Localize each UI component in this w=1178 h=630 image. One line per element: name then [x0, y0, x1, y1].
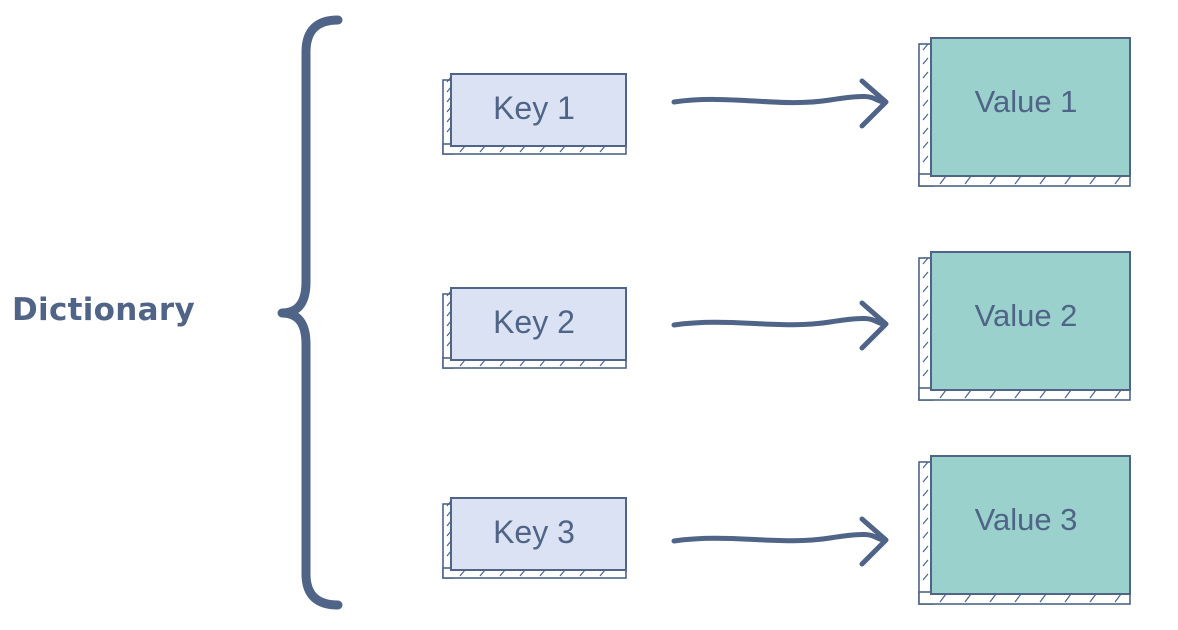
key-box: Key 2 [442, 287, 627, 369]
pair-row: Key 1 Value 1 [442, 37, 1131, 187]
value-label: Value 2 [975, 298, 1078, 333]
value-box: Value 3 [918, 455, 1131, 605]
arrow [671, 516, 889, 567]
key-label: Key 2 [493, 304, 575, 340]
curly-brace [277, 15, 343, 610]
arrow [671, 300, 889, 351]
key-label: Key 3 [493, 514, 575, 550]
value-box: Value 1 [918, 37, 1131, 187]
key-box: Key 1 [442, 73, 627, 155]
dictionary-label: Dictionary [12, 292, 195, 328]
pair-row: Key 2 Value 2 [442, 251, 1131, 401]
arrow [671, 78, 889, 129]
value-box: Value 2 [918, 251, 1131, 401]
value-label: Value 3 [975, 502, 1078, 537]
value-label: Value 1 [975, 84, 1078, 119]
pair-row: Key 3 Value 3 [442, 455, 1131, 605]
key-box: Key 3 [442, 497, 627, 579]
key-label: Key 1 [493, 90, 575, 126]
